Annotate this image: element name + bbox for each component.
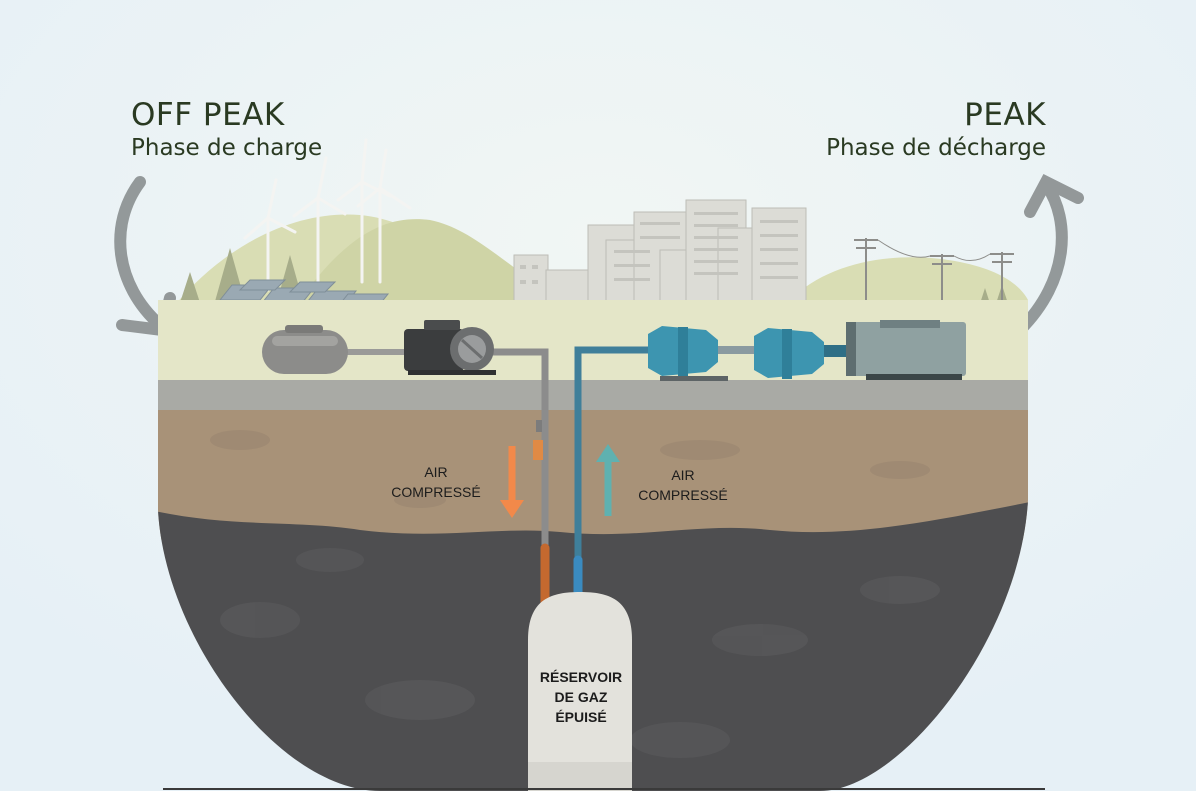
compressed-air-label-discharge: AIR COMPRESSÉ [628, 465, 738, 505]
off-peak-header: OFF PEAK Phase de charge [131, 97, 322, 161]
expander-turbine-icon [648, 326, 846, 381]
compressor-icon [404, 320, 496, 375]
off-peak-title: OFF PEAK [131, 97, 285, 133]
reservoir-label-line3: ÉPUISÉ [555, 709, 607, 725]
discharge-up-arrow-icon [596, 444, 620, 516]
reservoir-label-line1: RÉSERVOIR [539, 669, 623, 685]
off-peak-subtitle: Phase de charge [131, 135, 323, 161]
air-label-line1: AIR [671, 467, 695, 483]
air-label-line2: COMPRESSÉ [638, 487, 728, 503]
charge-pipe [345, 348, 550, 608]
peak-subtitle: Phase de décharge [826, 135, 1046, 161]
peak-title: PEAK [964, 97, 1046, 133]
compressed-air-label-charge: AIR COMPRESSÉ [382, 462, 490, 502]
reservoir-label-line2: DE GAZ [554, 689, 608, 705]
generator-icon [846, 320, 966, 380]
storage-tank-icon [262, 325, 348, 374]
reservoir-label: RÉSERVOIR DE GAZ ÉPUISÉ [528, 667, 634, 727]
city-buildings-icon [513, 199, 807, 304]
depleted-gas-reservoir [528, 592, 632, 791]
peak-header: PEAK Phase de décharge [826, 97, 1046, 161]
discharge-curved-arrow-icon [1014, 174, 1084, 336]
air-label-line2: COMPRESSÉ [391, 484, 481, 500]
wind-turbine-icon [243, 138, 412, 292]
discharge-pipe [573, 346, 650, 597]
charge-down-arrow-icon [500, 446, 524, 518]
air-label-line1: AIR [424, 464, 448, 480]
